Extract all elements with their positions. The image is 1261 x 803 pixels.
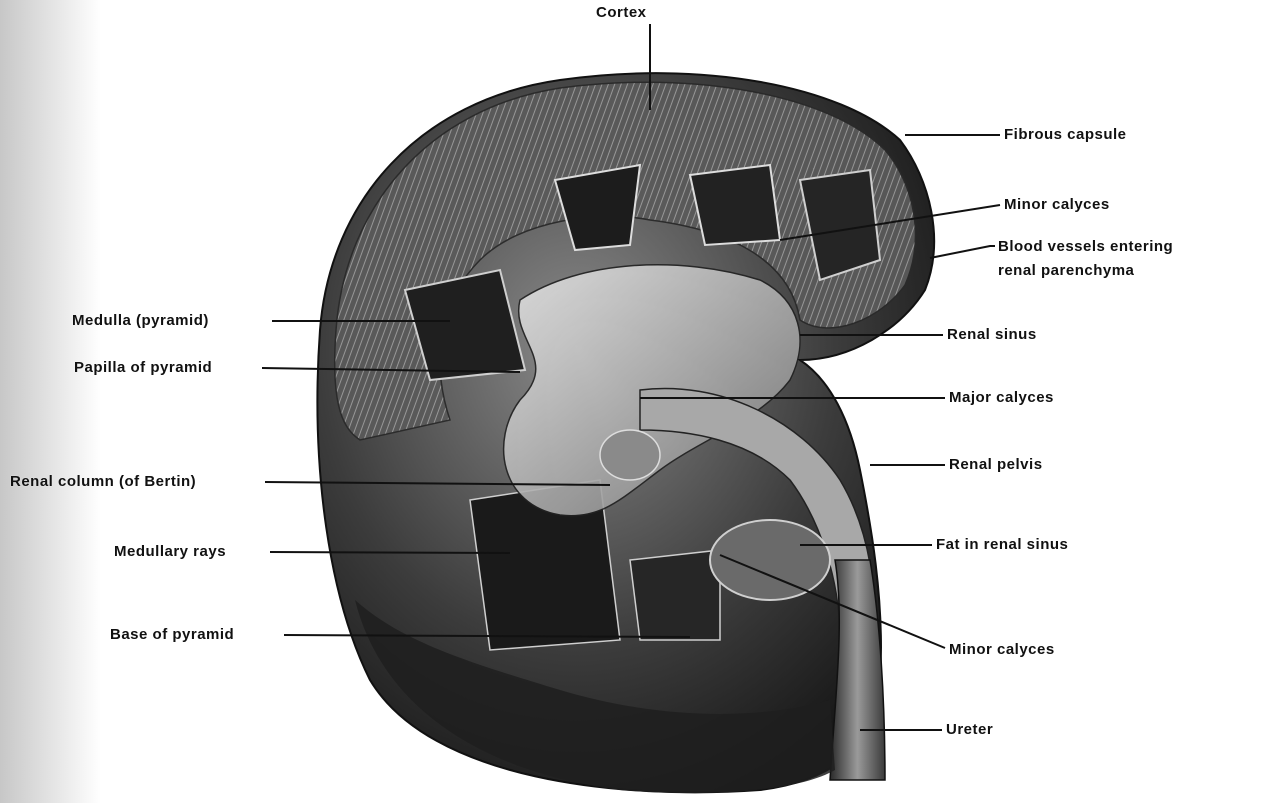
label-base-of-pyramid: Base of pyramid [110, 626, 234, 644]
label-ureter: Ureter [946, 721, 993, 739]
background-fade [0, 0, 360, 803]
label-minor-calyces-top: Minor calyces [1004, 196, 1110, 214]
leader-blood-vessels [930, 246, 995, 258]
label-renal-pelvis: Renal pelvis [949, 456, 1043, 474]
label-medulla-pyramid: Medulla (pyramid) [72, 312, 209, 330]
pyramid-6 [630, 550, 720, 640]
label-minor-calyces-bottom: Minor calyces [949, 641, 1055, 659]
fat-cluster [600, 430, 660, 480]
kidney-illustration [317, 73, 934, 793]
label-blood-vessels-line1: Blood vessels entering [998, 238, 1173, 256]
pyramid-2 [690, 165, 780, 245]
label-cortex: Cortex [596, 4, 647, 22]
label-medullary-rays: Medullary rays [114, 543, 226, 561]
label-blood-vessels-line2: renal parenchyma [998, 262, 1134, 280]
label-major-calyces: Major calyces [949, 389, 1054, 407]
leader-medullary-rays [270, 552, 510, 553]
label-fat-in-renal-sinus: Fat in renal sinus [936, 536, 1068, 554]
label-renal-sinus: Renal sinus [947, 326, 1037, 344]
label-fibrous-capsule: Fibrous capsule [1004, 126, 1127, 144]
label-papilla-of-pyramid: Papilla of pyramid [74, 359, 212, 377]
label-renal-column: Renal column (of Bertin) [10, 473, 196, 491]
fat-in-sinus [710, 520, 830, 600]
